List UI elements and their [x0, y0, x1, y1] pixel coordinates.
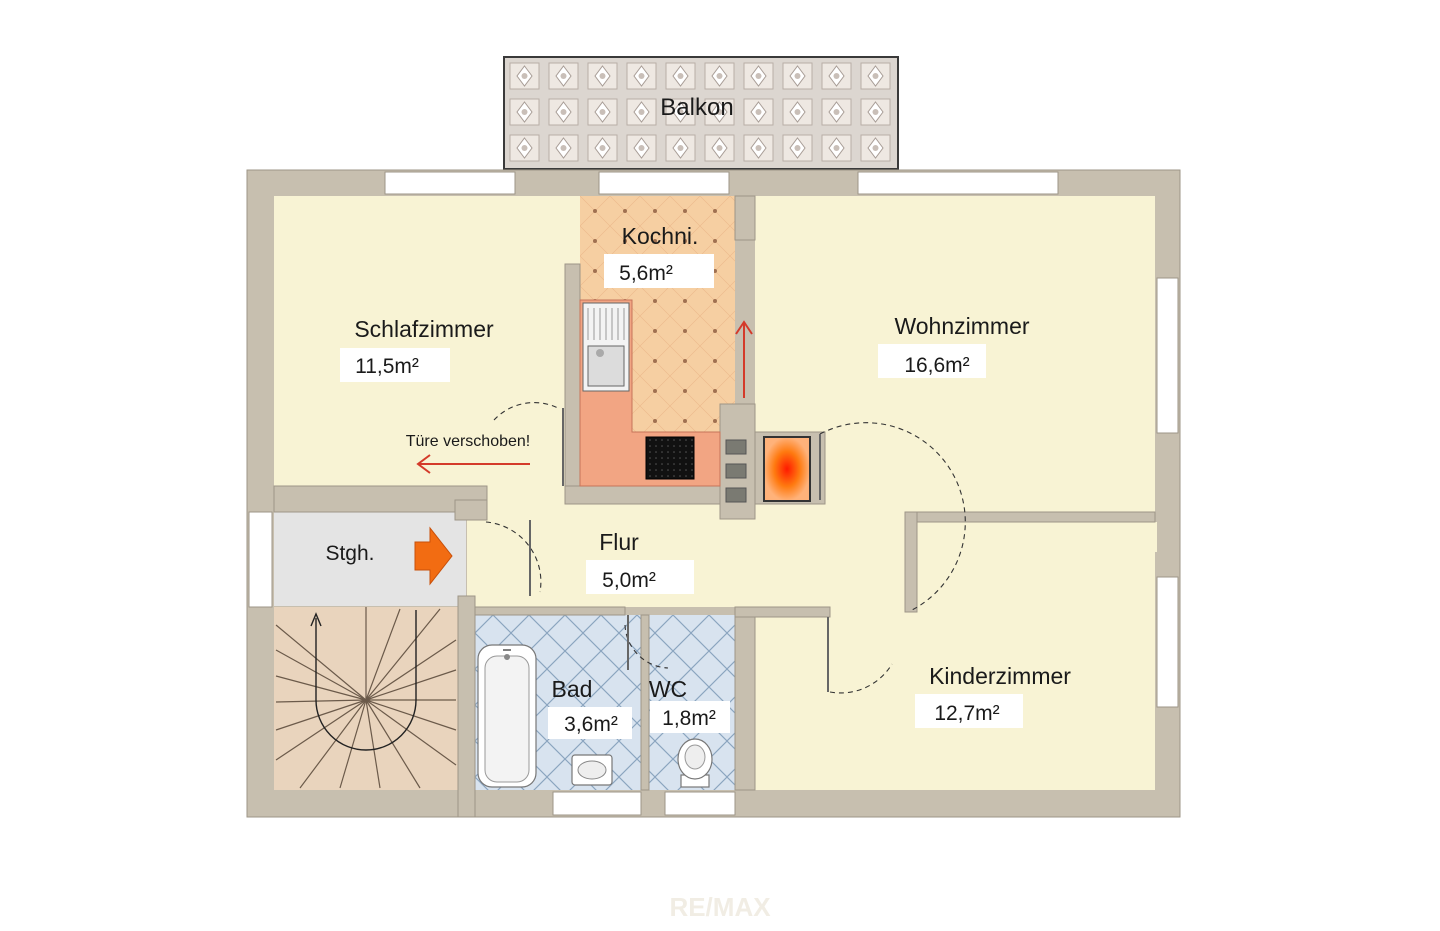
flur-label: Flur	[599, 529, 639, 555]
kinderzimmer-entry	[917, 522, 1157, 552]
kitchen-arrow	[735, 320, 753, 398]
room-labels: Balkon Kochni. 5,6m² Schlafzimmer 11,5m²…	[325, 94, 1071, 736]
kitchen-counter	[579, 299, 721, 487]
stiege-label: Stgh.	[325, 542, 374, 565]
toilet-icon	[677, 738, 713, 788]
bad-area: 3,6m²	[564, 713, 618, 736]
kinderzimmer-area: 12,7m²	[934, 702, 999, 725]
kinderzimmer-floor	[755, 522, 1155, 790]
wc-area: 1,8m²	[662, 707, 716, 730]
stair-entry-arrow	[414, 526, 453, 586]
kochnische-area: 5,6m²	[619, 262, 673, 285]
balkon-label: Balkon	[660, 94, 733, 121]
bathtub-icon	[477, 644, 537, 788]
staircase-icon	[275, 607, 457, 789]
door-moved-arrow	[416, 454, 530, 474]
kochnische-label: Kochni.	[622, 223, 699, 249]
cooktop-icon	[645, 436, 695, 480]
washbasin-icon	[571, 754, 613, 786]
watermark: RE/MAX	[669, 892, 771, 922]
kinderzimmer-label: Kinderzimmer	[929, 663, 1071, 689]
sink-icon	[582, 302, 630, 392]
schlafzimmer-label: Schlafzimmer	[354, 316, 494, 342]
area-label-boxes	[340, 254, 1023, 739]
balcony	[503, 56, 899, 170]
windows	[248, 171, 1179, 816]
stove-icon	[725, 436, 811, 503]
door-moved-annotation: Türe verschoben!	[406, 433, 531, 450]
wohnzimmer-area: 16,6m²	[904, 354, 969, 377]
bad-label: Bad	[552, 676, 593, 702]
flur-area: 5,0m²	[602, 569, 656, 592]
wc-label: WC	[649, 676, 687, 702]
schlafzimmer-area: 11,5m²	[355, 355, 419, 378]
door-swings	[485, 402, 966, 694]
schlafzimmer-floor	[274, 196, 580, 486]
wohnzimmer-label: Wohnzimmer	[894, 313, 1029, 339]
door-leaves	[529, 408, 829, 692]
